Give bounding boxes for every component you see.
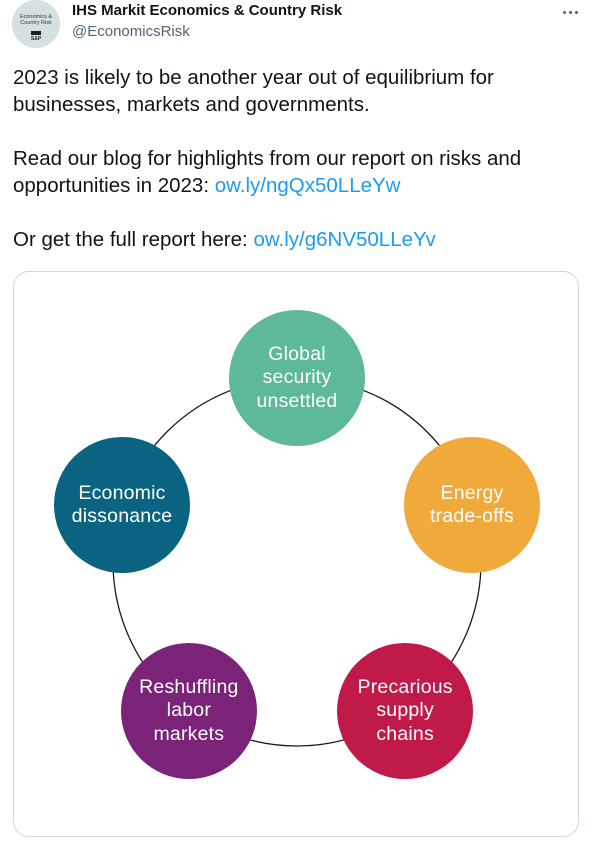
node-economic-dissonance: Economic dissonance	[54, 437, 190, 574]
tweet-paragraph-3-text: Or get the full report here:	[13, 228, 254, 251]
avatar-text-line2: Country Risk	[20, 20, 52, 26]
node-label: Economic dissonance	[71, 481, 173, 528]
report-link[interactable]: ow.ly/g6NV50LLeYv	[253, 228, 436, 251]
author-handle[interactable]: @EconomicsRisk	[72, 23, 190, 40]
author-name[interactable]: IHS Markit Economics & Country Risk	[72, 2, 343, 19]
node-label: Reshuffling labor markets	[139, 675, 239, 745]
avatar-logo: S&P	[30, 36, 42, 42]
tweet-text: 2023 is likely to be another year out of…	[13, 64, 583, 253]
node-label: Energy trade-offs	[429, 481, 514, 528]
avatar-logo-bar	[31, 31, 41, 35]
tweet-paragraph-3: Or get the full report here: ow.ly/g6NV5…	[13, 226, 583, 253]
node-energy-trade-offs: Energy trade-offs	[403, 437, 540, 574]
node-precarious-supply-chains: Precarious supply chains	[337, 642, 474, 779]
avatar[interactable]: Economics & Country Risk S&P	[12, 0, 60, 48]
tweet-paragraph-1: 2023 is likely to be another year out of…	[13, 66, 494, 116]
node-label: Precarious supply chains	[357, 675, 453, 745]
avatar-text-line1: Economics &	[19, 14, 53, 20]
more-options-icon[interactable]	[556, 2, 584, 22]
tweet-paragraph-2-text: Read our blog for highlights from our re…	[13, 147, 522, 197]
node-global-security: Global security unsettled	[229, 310, 365, 446]
node-label: Global security unsettled	[256, 342, 338, 412]
node-reshuffling-labor-markets: Reshuffling labor markets	[120, 642, 257, 779]
blog-link[interactable]: ow.ly/ngQx50LLeYw	[214, 174, 401, 197]
tweet-paragraph-2: Read our blog for highlights from our re…	[13, 145, 583, 199]
